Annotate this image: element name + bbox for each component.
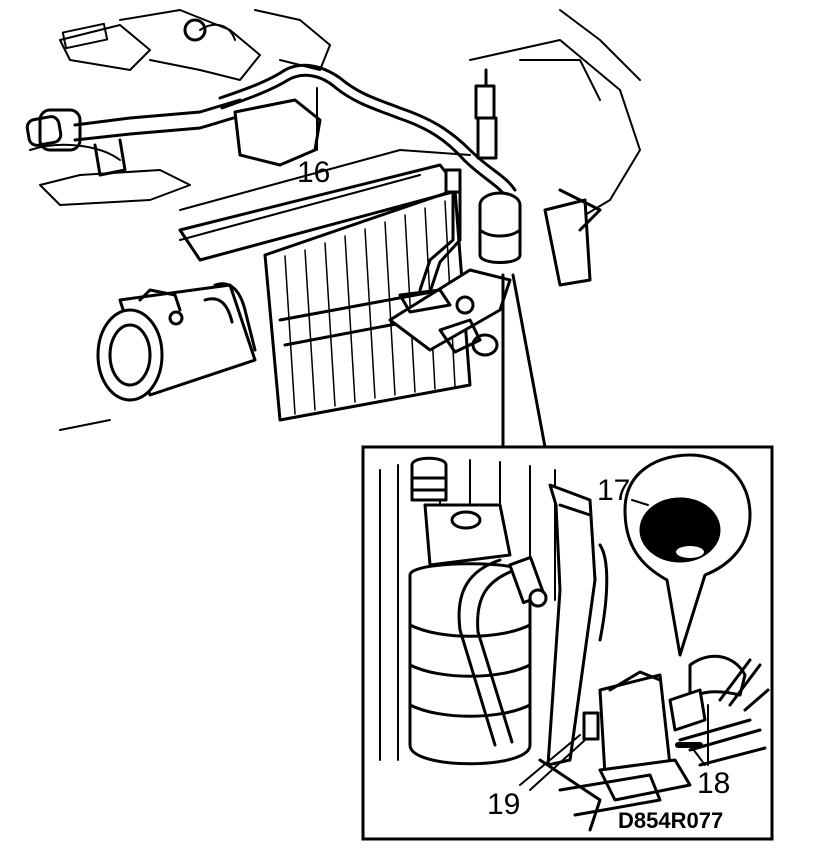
drier-mounting-bracket — [388, 188, 602, 357]
detail-inset: 17 18 19 D854R077 — [361, 445, 774, 841]
left-hose-bracket — [25, 98, 242, 177]
detail-pointer — [501, 273, 547, 449]
callout-19: 19 — [487, 788, 520, 821]
callout-17: 17 — [597, 474, 630, 507]
sight-glass-magnifier — [623, 453, 752, 657]
receiver-drier-overview — [418, 68, 522, 294]
inset-condenser-fins — [379, 459, 556, 761]
refrigerant-line — [218, 63, 517, 200]
engine-bay-overview: 16 — [25, 9, 641, 449]
hood-latch-panel — [61, 22, 109, 50]
inset-pressure-switch — [538, 670, 692, 832]
inset-wiring-connector — [668, 654, 770, 767]
drawing-code: D854R077 — [618, 808, 723, 833]
filler-cap — [183, 18, 207, 42]
reservoir-tank — [233, 98, 322, 167]
sight-glass-bubble — [676, 546, 704, 558]
callout-18: 18 — [697, 767, 730, 800]
inset-refrigerant-pipe — [457, 555, 548, 747]
callout-16: 16 — [297, 156, 330, 189]
compressor — [96, 282, 257, 402]
inset-leader-lines — [519, 499, 709, 791]
